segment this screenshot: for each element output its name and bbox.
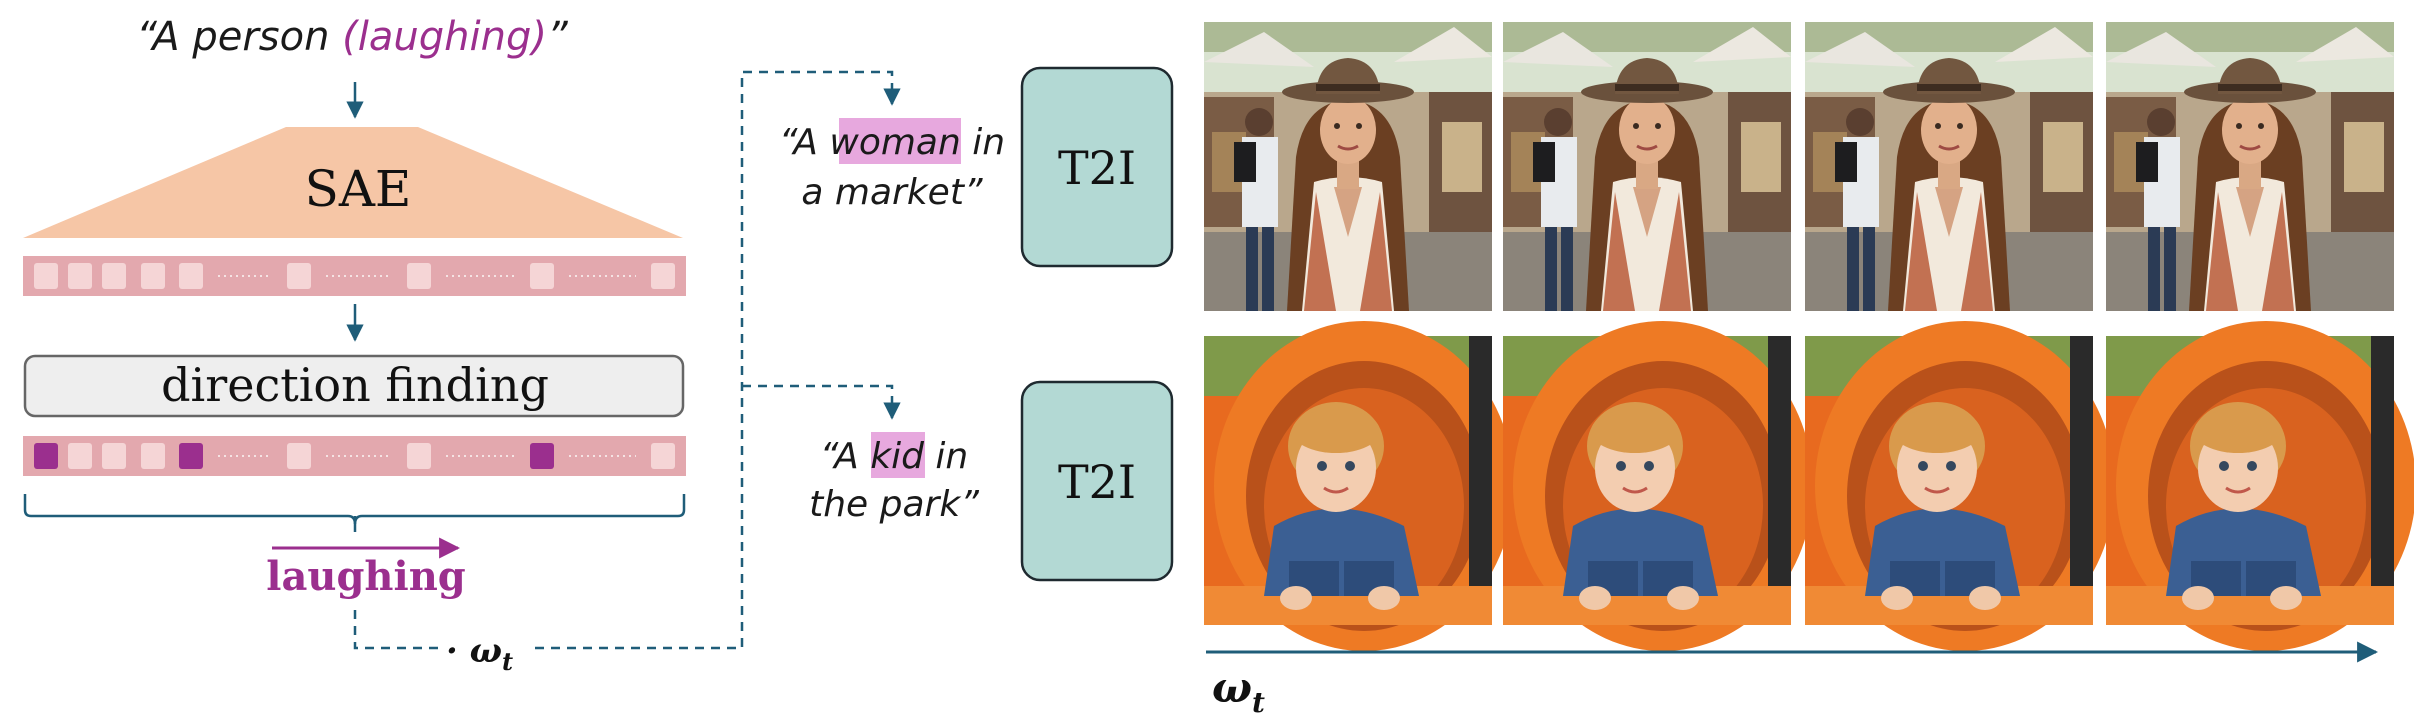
latent-cell bbox=[102, 263, 126, 289]
scale-subscript: t bbox=[502, 647, 513, 676]
sae-label: SAE bbox=[305, 160, 412, 218]
row2-prompt-highlight: kid bbox=[870, 436, 925, 477]
latent-cell bbox=[141, 263, 165, 289]
prompt-close: ” bbox=[547, 14, 568, 60]
latent-cell bbox=[407, 263, 431, 289]
latent-cell bbox=[68, 443, 92, 469]
latent-cell bbox=[407, 443, 431, 469]
prompt-highlight-woman bbox=[839, 118, 961, 164]
woman-slight-smile-image bbox=[1501, 20, 1793, 313]
feature-label: laughing bbox=[266, 553, 466, 600]
kid-neutral-image bbox=[1202, 319, 1516, 653]
prompt-text: “A person (laughing)” bbox=[136, 14, 568, 60]
latent-cell bbox=[651, 263, 675, 289]
latent-cell bbox=[68, 263, 92, 289]
latent-vector-top bbox=[23, 256, 686, 296]
latent-cell-active bbox=[34, 443, 58, 469]
latent-cell bbox=[530, 263, 554, 289]
t2i-label-row2: T2I bbox=[1058, 455, 1136, 509]
direction-finding-box bbox=[23, 354, 685, 418]
scale-connector-left bbox=[353, 610, 438, 650]
row2-prompt-line2: the park” bbox=[809, 484, 979, 525]
direction-finding-label: direction finding bbox=[161, 358, 549, 412]
sae-shape bbox=[23, 127, 683, 238]
t2i-box-row2 bbox=[1020, 380, 1174, 582]
kid-laughing-image bbox=[2104, 319, 2414, 653]
t2i-label-row1: T2I bbox=[1058, 141, 1136, 195]
latent-cell bbox=[287, 443, 311, 469]
woman-neutral-image bbox=[1202, 20, 1494, 313]
prompt-open: “A person bbox=[136, 14, 342, 60]
row1-prompt-highlight: woman bbox=[829, 122, 960, 163]
prompt-keyword: (laughing) bbox=[342, 14, 547, 60]
latent-cell bbox=[102, 443, 126, 469]
latent-vector-bottom bbox=[23, 436, 686, 476]
latent-cell bbox=[34, 263, 58, 289]
latent-cell-active bbox=[179, 443, 203, 469]
prompt-highlight-kid bbox=[871, 432, 925, 478]
row1-prompt-line1: “A woman in bbox=[779, 122, 1005, 163]
kid-smiling-image bbox=[1803, 319, 2117, 653]
woman-laughing-image bbox=[2104, 20, 2396, 313]
latent-cell-active bbox=[530, 443, 554, 469]
scale-connector-branch bbox=[742, 384, 901, 420]
latent-cell bbox=[287, 263, 311, 289]
scale-label: · ωt bbox=[446, 631, 513, 676]
row2-prompt-line1: “A kid in bbox=[820, 436, 968, 477]
kid-slight-smile-image bbox=[1501, 319, 1815, 653]
latent-cell bbox=[651, 443, 675, 469]
strength-axis-subscript: t bbox=[1252, 686, 1265, 719]
t2i-box-row1 bbox=[1020, 66, 1174, 268]
latent-cell bbox=[179, 263, 203, 289]
woman-smiling-image bbox=[1803, 20, 2095, 313]
latent-cell bbox=[141, 443, 165, 469]
row1-prompt-line2: a market” bbox=[801, 172, 983, 213]
image-grid bbox=[1202, 20, 2414, 653]
strength-axis-label: ωt bbox=[1212, 663, 1265, 719]
